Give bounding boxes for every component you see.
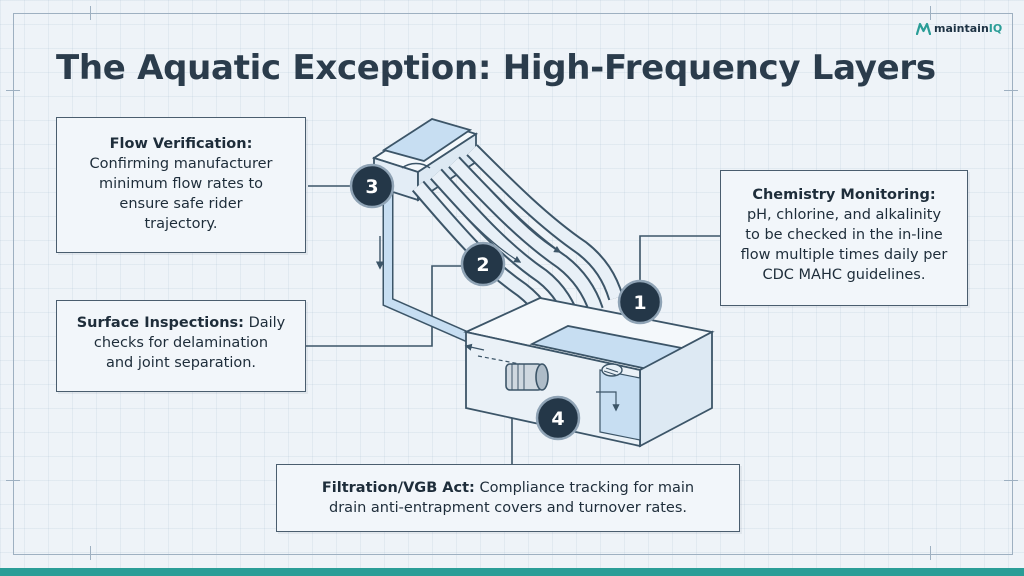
callout-surface-title: Surface Inspections: xyxy=(76,315,244,331)
callout-filtration-line: Compliance tracking for main xyxy=(479,480,695,496)
frame-tick xyxy=(90,6,91,20)
frame-tick xyxy=(90,546,91,560)
badge-4-number: 4 xyxy=(551,408,564,430)
page-title: The Aquatic Exception: High-Frequency La… xyxy=(56,48,936,88)
leader-line-surface xyxy=(306,265,462,347)
frame-tick xyxy=(930,546,931,560)
callout-chemistry-line: flow multiple times daily per xyxy=(740,247,948,263)
callout-filtration-vgb: Filtration/VGB Act: Compliance tracking … xyxy=(276,464,740,532)
callout-surface-inspections: Surface Inspections: Daily checks for de… xyxy=(56,300,306,392)
brand-name-main: maintain xyxy=(934,22,989,35)
frame-tick xyxy=(1004,90,1018,91)
badge-1: 1 xyxy=(617,279,663,325)
badge-4: 4 xyxy=(535,395,581,441)
callout-chemistry-line: pH, chlorine, and alkalinity xyxy=(746,207,942,223)
callout-surface-line: checks for delamination xyxy=(93,335,269,351)
callout-flow-title: Flow Verification: xyxy=(109,136,253,152)
callout-flow-verification: Flow Verification: Confirming manufactur… xyxy=(56,117,306,253)
page-frame xyxy=(13,13,1013,555)
callout-chemistry-line: CDC MAHC guidelines. xyxy=(762,267,926,283)
callout-chemistry-line: to be checked in the in-line xyxy=(745,227,943,243)
callout-flow-line: Confirming manufacturer xyxy=(89,156,273,172)
return-pipe xyxy=(375,188,473,344)
leader-line-chemistry xyxy=(639,235,720,286)
frame-tick xyxy=(930,6,931,20)
callout-chemistry-monitoring: Chemistry Monitoring: pH, chlorine, and … xyxy=(720,170,968,306)
callout-flow-line: trajectory. xyxy=(144,216,218,232)
frame-tick xyxy=(6,90,20,91)
bottom-accent-bar xyxy=(0,568,1024,576)
callout-surface-line: and joint separation. xyxy=(105,355,257,371)
brand-mark-icon xyxy=(916,22,931,35)
callout-filtration-title: Filtration/VGB Act: xyxy=(321,480,475,496)
callout-filtration-line: drain anti-entrapment covers and turnove… xyxy=(329,500,687,516)
badge-3-number: 3 xyxy=(365,176,378,198)
badge-2: 2 xyxy=(460,241,506,287)
badge-2-number: 2 xyxy=(476,254,489,276)
callout-flow-line: minimum flow rates to xyxy=(98,176,264,192)
brand-name-accent: IQ xyxy=(988,22,1003,35)
brand-name: maintainIQ xyxy=(934,22,1002,35)
callout-flow-line: ensure safe rider xyxy=(119,196,243,212)
leader-line-filtration xyxy=(511,417,538,464)
brand-logo: maintainIQ xyxy=(916,22,1002,35)
frame-tick xyxy=(6,480,20,481)
callout-surface-line: Daily xyxy=(248,315,286,331)
splash-pool xyxy=(463,297,715,448)
pump-motor xyxy=(505,363,549,391)
frame-tick xyxy=(1004,480,1018,481)
badge-3: 3 xyxy=(349,163,395,209)
callout-chemistry-title: Chemistry Monitoring: xyxy=(752,187,936,203)
badge-1-number: 1 xyxy=(633,292,646,314)
